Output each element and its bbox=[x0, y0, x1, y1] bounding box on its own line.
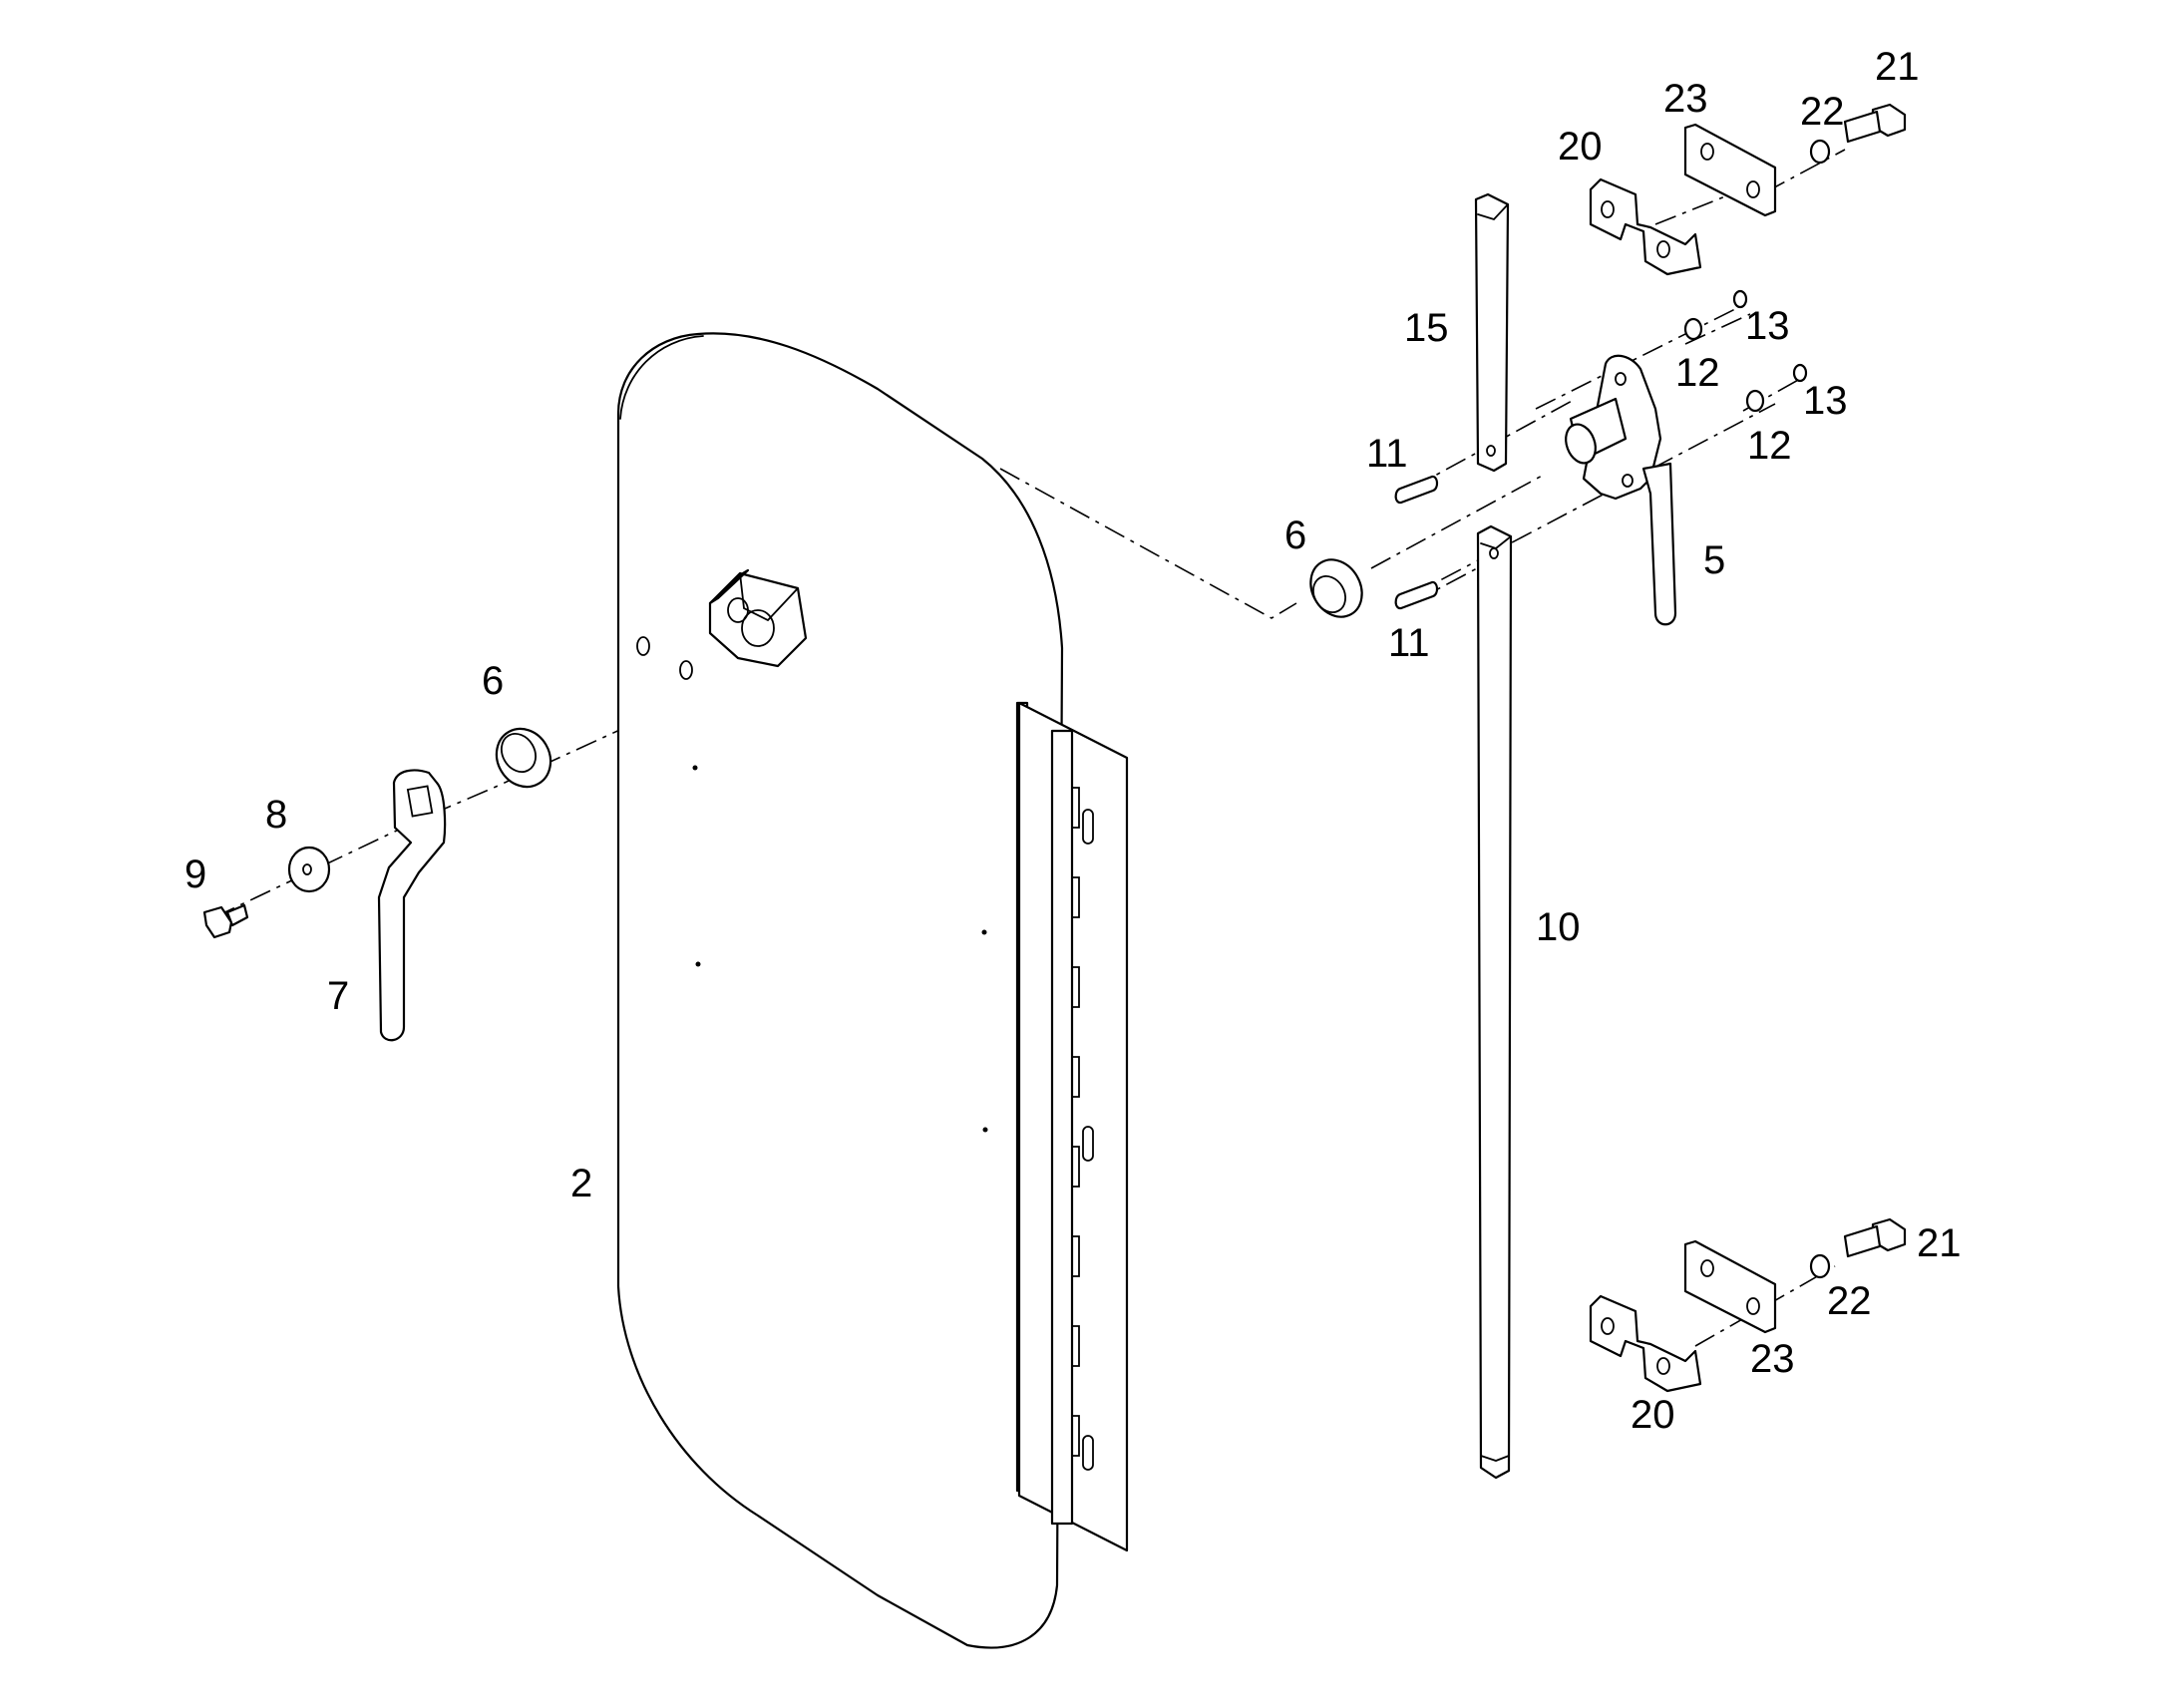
washer-8 bbox=[287, 846, 331, 893]
label-part-22-upper: 22 bbox=[1800, 90, 1845, 134]
bolt-21-upper bbox=[1843, 103, 1907, 144]
lever-handle-right bbox=[1565, 354, 1677, 626]
label-part-6-right: 6 bbox=[1284, 513, 1306, 557]
bolt-21-lower bbox=[1843, 1217, 1907, 1258]
label-part-5: 5 bbox=[1703, 538, 1725, 582]
plate-23-lower bbox=[1683, 1239, 1777, 1334]
label-part-9: 9 bbox=[184, 853, 206, 896]
label-part-21-lower: 21 bbox=[1917, 1221, 1962, 1265]
washer-22-lower bbox=[1809, 1253, 1831, 1279]
clip-20-upper bbox=[1589, 177, 1702, 276]
rod-15 bbox=[1474, 192, 1510, 473]
label-part-11-lower: 11 bbox=[1388, 621, 1430, 665]
nut-13-lower bbox=[1792, 363, 1808, 383]
door-panel bbox=[616, 332, 1064, 1649]
hinge bbox=[1015, 701, 1129, 1552]
label-part-23-upper: 23 bbox=[1663, 77, 1708, 121]
label-part-23-lower: 23 bbox=[1750, 1337, 1795, 1381]
label-part-20-lower: 20 bbox=[1631, 1393, 1675, 1437]
part-labels: 2 5 6 6 7 8 9 10 11 11 12 12 13 13 15 20… bbox=[184, 45, 1962, 1437]
door-hole bbox=[636, 636, 650, 656]
label-part-13-upper: 13 bbox=[1745, 304, 1790, 348]
lever-handle-left bbox=[377, 769, 447, 1042]
nut-13-upper bbox=[1732, 289, 1748, 309]
label-part-20-upper: 20 bbox=[1558, 125, 1603, 169]
label-part-10: 10 bbox=[1536, 905, 1581, 949]
pin-11-upper bbox=[1394, 475, 1439, 505]
label-part-22-lower: 22 bbox=[1827, 1279, 1872, 1323]
label-part-7: 7 bbox=[327, 974, 349, 1018]
washer-12-upper bbox=[1683, 317, 1703, 341]
label-part-11-upper: 11 bbox=[1366, 432, 1408, 476]
door-rivet bbox=[695, 961, 701, 967]
door-hole bbox=[679, 660, 693, 680]
label-part-12-upper: 12 bbox=[1675, 351, 1720, 395]
pin-11-lower bbox=[1394, 580, 1439, 610]
label-part-15: 15 bbox=[1404, 306, 1449, 350]
bushing-left bbox=[495, 727, 552, 789]
door-rivet bbox=[982, 1127, 988, 1133]
latch-bracket bbox=[708, 568, 808, 668]
washer-22-upper bbox=[1809, 139, 1831, 165]
label-part-8: 8 bbox=[265, 793, 287, 837]
rod-10 bbox=[1476, 524, 1513, 1480]
clip-20-lower bbox=[1589, 1294, 1702, 1393]
washer-12-lower bbox=[1745, 389, 1765, 413]
bushing-right bbox=[1309, 558, 1363, 618]
label-part-13-lower: 13 bbox=[1803, 379, 1848, 423]
label-part-6-left: 6 bbox=[482, 659, 504, 703]
door-rivet bbox=[981, 929, 987, 935]
door-rivet bbox=[692, 765, 698, 771]
plate-23-upper bbox=[1683, 123, 1777, 217]
label-part-12-lower: 12 bbox=[1747, 424, 1792, 468]
bolt-9 bbox=[202, 903, 249, 939]
label-part-21-upper: 21 bbox=[1875, 45, 1920, 89]
label-part-2: 2 bbox=[570, 1162, 592, 1205]
